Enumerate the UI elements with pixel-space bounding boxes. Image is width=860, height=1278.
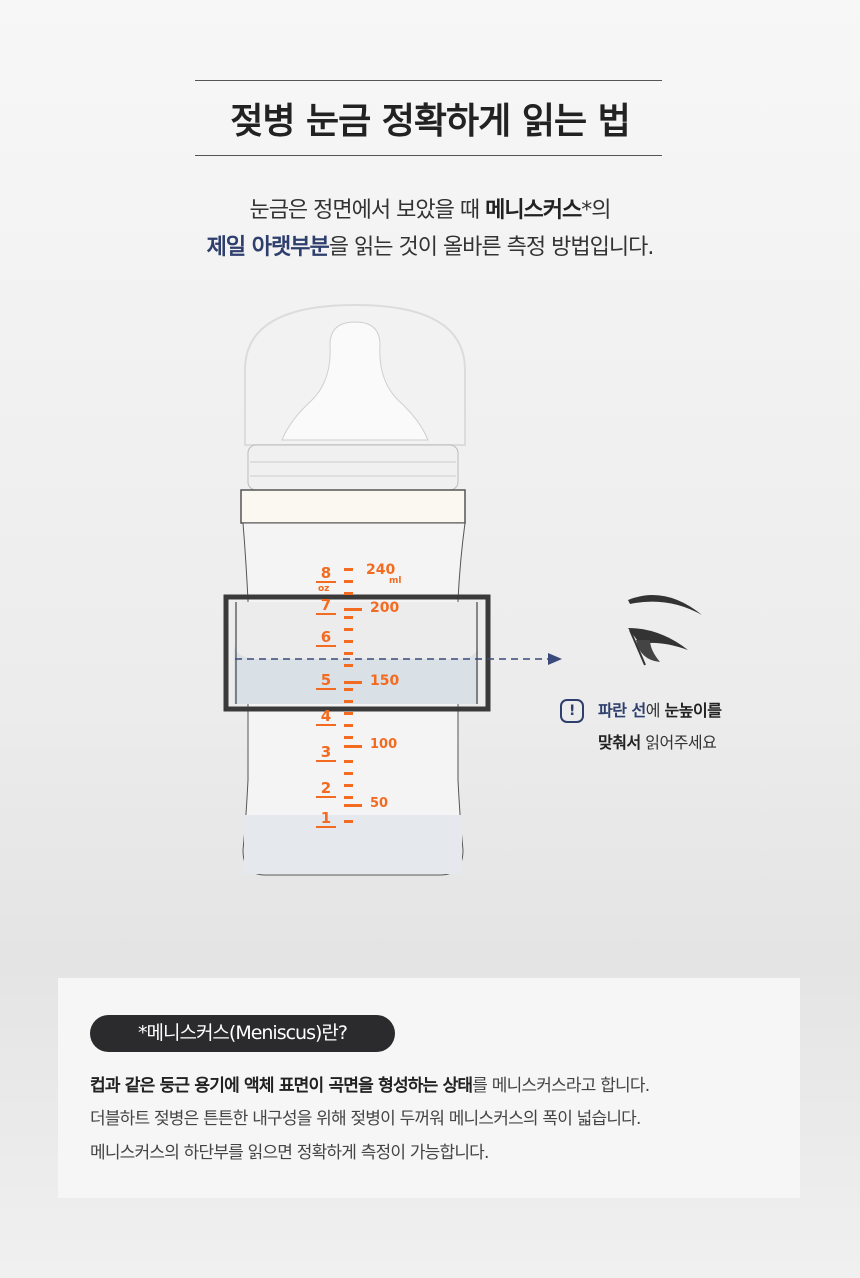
oz-label: 3 (316, 745, 336, 762)
measurement-scale: 8 7 6 5 4 3 2 1 oz 240 200 150 100 50 ml (316, 562, 402, 828)
blue-line-text: 파란 선 (598, 701, 646, 720)
meniscus-info-box (58, 978, 800, 1198)
text: 에 (645, 701, 665, 720)
text: 맞춰서 (598, 733, 641, 752)
scale-tick (344, 796, 353, 799)
scale-tick (344, 820, 353, 823)
bottle-illustration (223, 303, 702, 876)
oz-label: 2 (316, 781, 336, 798)
scale-tick (344, 772, 353, 775)
text: 를 메니스커스라고 합니다. (472, 1076, 650, 1096)
subtitle-line-2: 제일 아랫부분을 읽는 것이 올바른 측정 방법입니다. (0, 229, 860, 261)
oz-unit: oz (318, 584, 330, 594)
ml-label: 50 (370, 796, 389, 811)
scale-tick (344, 580, 353, 583)
scale-tick (344, 664, 353, 667)
info-line-2: 더블하트 젖병은 튼튼한 내구성을 위해 젖병이 두꺼워 메니스커스의 폭이 넓… (90, 1109, 641, 1129)
oz-label: 5 (316, 673, 336, 690)
scale-tick (344, 681, 362, 684)
scale-tick (344, 784, 353, 787)
meniscus-heading-pill: *메니스커스(Meniscus)란? (90, 1015, 395, 1052)
text: 눈금은 정면에서 보았을 때 (249, 198, 486, 223)
liquid-bottom (244, 815, 462, 874)
oz-label: 4 (316, 709, 336, 726)
info-line-1: 컵과 같은 둥근 용기에 액체 표면이 곡면을 형성하는 상태를 메니스커스라고… (90, 1071, 650, 1096)
scale-tick (344, 628, 353, 631)
scale-tick (344, 592, 353, 595)
scale-tick (344, 688, 353, 691)
scale-tick (344, 700, 353, 703)
text: 눈높이를 (664, 701, 722, 720)
oz-label: 6 (316, 630, 336, 647)
magnify-frame (223, 594, 491, 712)
nipple (281, 321, 429, 441)
bottle-collar (240, 489, 466, 524)
page-title: 젖병 눈금 정확하게 읽는 법 (230, 101, 630, 142)
text: 을 읽는 것이 올바른 측정 방법입니다. (328, 235, 655, 260)
scale-tick (344, 760, 353, 763)
eye-level-note: ! 파란 선에 눈높이를 맞춰서 읽어주세요 (560, 695, 722, 759)
text: 컵과 같은 둥근 용기에 액체 표면이 곡면을 형성하는 상태 (90, 1076, 473, 1096)
oz-label: 1 (316, 811, 336, 828)
arrow-icon (548, 653, 562, 665)
scale-tick (344, 616, 353, 619)
scale-tick (344, 652, 353, 655)
scale-tick (344, 568, 353, 571)
meniscus-term: 메니스커스 (485, 198, 582, 223)
scale-tick (344, 745, 362, 748)
exclamation-icon: ! (560, 699, 584, 723)
ml-label: 200 (370, 600, 400, 616)
ml-label: 150 (370, 673, 400, 689)
scale-tick (344, 608, 362, 611)
title-rule-top (195, 80, 662, 81)
scale-tick (344, 736, 353, 739)
highlight-bottom: 제일 아랫부분 (206, 235, 330, 260)
subtitle-line-1: 눈금은 정면에서 보았을 때 메니스커스*의 (0, 192, 860, 224)
text: *의 (581, 198, 611, 223)
eye-icon (628, 595, 702, 666)
title-rule-bottom (195, 155, 662, 156)
ml-label: 240 (366, 562, 396, 578)
ml-label: 100 (370, 737, 398, 752)
scale-tick (344, 724, 353, 727)
ml-unit: ml (389, 576, 402, 586)
text: 읽어주세요 (640, 733, 717, 752)
oz-label: 8 (316, 566, 336, 583)
scale-tick (344, 640, 353, 643)
scale-tick (344, 804, 362, 807)
info-line-3: 메니스커스의 하단부를 읽으면 정확하게 측정이 가능합니다. (90, 1143, 489, 1163)
oz-label: 7 (316, 598, 336, 615)
scale-tick (344, 712, 353, 715)
